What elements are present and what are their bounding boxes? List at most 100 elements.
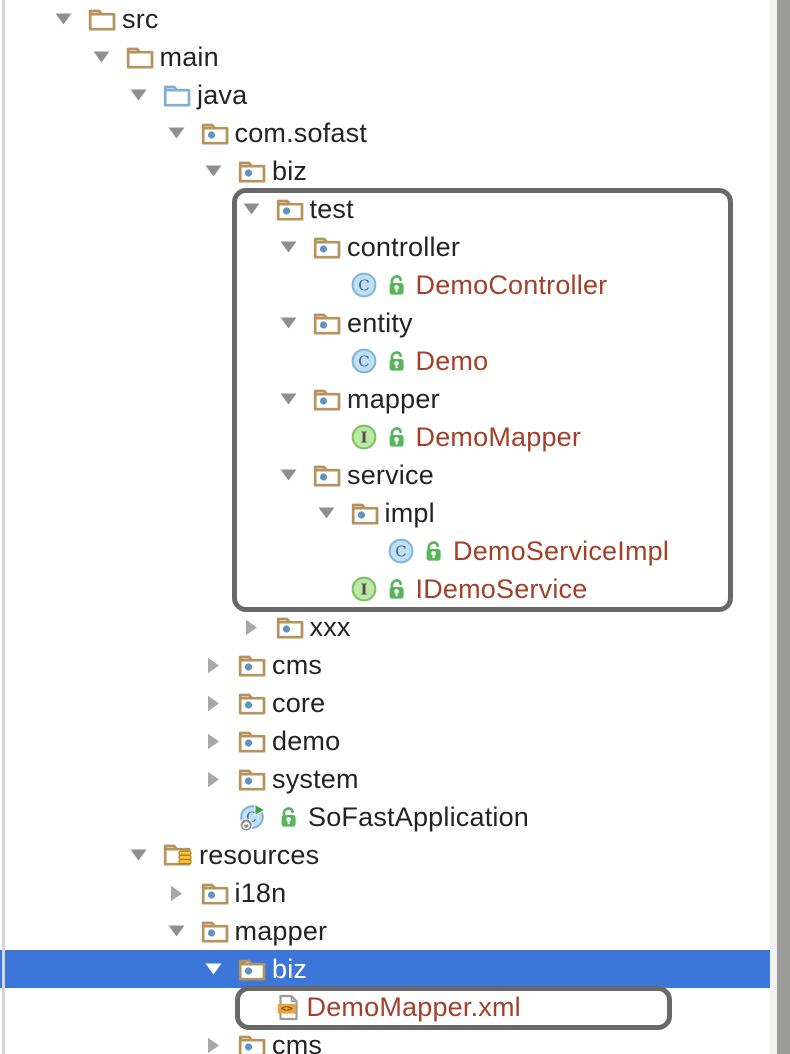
triangle-right-icon [208,695,219,711]
tree-row-label[interactable]: java [197,80,248,110]
tree-row-demomapper-xml[interactable]: <> DemoMapper.xml [0,988,770,1026]
tree-row-service[interactable]: service [0,456,770,494]
indent-spacer [0,437,318,438]
expand-toggle[interactable] [205,152,238,190]
tree-row-sofastapplication[interactable]: C SoFastApplication [0,798,770,836]
triangle-down-icon [93,51,109,63]
expand-toggle[interactable] [168,114,201,152]
folder-icon [88,9,116,31]
expand-toggle[interactable] [280,304,313,342]
tree-row-mapper[interactable]: mapper [0,912,770,950]
tree-row-label[interactable]: demo [272,726,341,756]
tree-row-controller[interactable]: controller [0,228,770,266]
tree-row-i18n[interactable]: i18n [0,874,770,912]
expand-toggle[interactable] [280,228,313,266]
expand-toggle[interactable] [55,0,88,38]
expand-toggle[interactable] [243,608,276,646]
tree-row-main[interactable]: main [0,38,770,76]
tree-row-label[interactable]: cms [272,1030,323,1054]
tree-row-label[interactable]: main [159,42,219,72]
scrollbar-thumb[interactable] [777,0,790,1054]
tree-row-label[interactable]: i18n [234,878,287,908]
tree-row-com-sofast[interactable]: com.sofast [0,114,770,152]
tree-row-impl[interactable]: impl [0,494,770,532]
tree-row-src[interactable]: src [0,0,770,38]
tree-row-mapper[interactable]: mapper [0,380,770,418]
expand-toggle[interactable] [205,1026,238,1054]
triangle-right-icon [208,733,219,749]
tree-row-demomapper[interactable]: I DemoMapper [0,418,770,456]
tree-row-label[interactable]: cms [272,650,323,680]
expand-toggle[interactable] [205,950,238,988]
tree-row-label[interactable]: biz [272,954,308,984]
tree-row-label[interactable]: Demo [415,346,489,376]
tree-row-label[interactable]: test [309,194,354,224]
expand-toggle[interactable] [205,684,238,722]
tree-row-label[interactable]: mapper [234,916,328,946]
svg-text:<>: <> [280,1003,292,1014]
interface-icon-slot: I [351,424,377,450]
tree-row-idemoservice[interactable]: I IDemoService [0,570,770,608]
triangle-right-icon [208,657,219,673]
tree-row-label[interactable]: xxx [309,612,351,642]
tree-row-label[interactable]: DemoServiceImpl [453,536,670,566]
tree-row-resources[interactable]: resources [0,836,770,874]
tree-row-demo[interactable]: C Demo [0,342,770,380]
expand-toggle[interactable] [280,380,313,418]
tree-row-test[interactable]: test [0,190,770,228]
triangle-right-icon [208,771,219,787]
tree-row-demo[interactable]: demo [0,722,770,760]
svg-text:I: I [360,428,367,446]
toggle-spacer [318,418,351,456]
triangle-right-icon [208,1037,219,1053]
indent-spacer [0,95,130,96]
tree-row-label[interactable]: controller [347,232,461,262]
tree-row-biz[interactable]: biz [0,152,770,190]
tree-row-java[interactable]: java [0,76,770,114]
tree-row-label[interactable]: com.sofast [234,118,368,148]
expand-toggle[interactable] [130,76,163,114]
svg-text:C: C [358,352,369,370]
tree-row-label[interactable]: system [272,764,359,794]
indent-spacer [0,665,205,666]
tree-row-label[interactable]: resources [199,840,320,870]
expand-toggle[interactable] [205,722,238,760]
tree-row-cms[interactable]: cms [0,1026,770,1054]
expand-toggle[interactable] [318,494,351,532]
expand-toggle[interactable] [205,760,238,798]
tree-row-label[interactable]: entity [347,308,413,338]
triangle-down-icon [318,507,334,519]
expand-toggle[interactable] [130,836,163,874]
tree-row-biz[interactable]: biz [0,950,770,988]
tree-row-label[interactable]: SoFastApplication [308,802,530,832]
interface-icon: I [351,576,376,602]
expand-toggle[interactable] [93,38,126,76]
class-icon-slot: C [388,538,414,564]
triangle-down-icon [130,849,147,861]
tree-row-xxx[interactable]: xxx [0,608,770,646]
expand-toggle[interactable] [168,874,201,912]
tree-row-label[interactable]: DemoMapper.xml [306,992,521,1022]
tree-row-label[interactable]: core [272,688,326,718]
expand-toggle[interactable] [280,456,313,494]
visibility-lock-slot [385,349,408,374]
tree-row-label[interactable]: DemoController [415,270,608,300]
expand-toggle[interactable] [243,190,276,228]
tree-row-cms[interactable]: cms [0,646,770,684]
tree-row-entity[interactable]: entity [0,304,770,342]
class-icon-slot: C [351,348,377,374]
tree-row-label[interactable]: biz [272,156,308,186]
tree-row-label[interactable]: DemoMapper [415,422,582,452]
tree-row-core[interactable]: core [0,684,770,722]
tree-row-label[interactable]: service [347,460,434,490]
expand-toggle[interactable] [168,912,201,950]
tree-row-label[interactable]: IDemoService [415,574,588,604]
tree-row-system[interactable]: system [0,760,770,798]
tree-row-label[interactable]: mapper [347,384,440,414]
expand-toggle[interactable] [205,646,238,684]
tree-row-demoserviceimpl[interactable]: C DemoServiceImpl [0,532,770,570]
tree-row-label[interactable]: impl [384,498,435,528]
toggle-spacer [243,988,276,1026]
tree-row-democontroller[interactable]: C DemoController [0,266,770,304]
tree-row-label[interactable]: src [122,4,159,34]
